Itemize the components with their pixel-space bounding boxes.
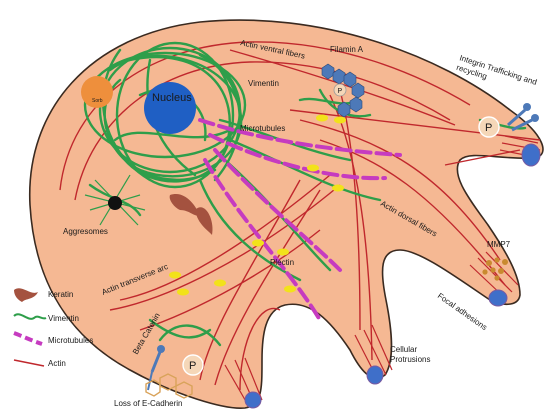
legend-vimentin: Vimentin [48, 314, 79, 323]
actin-fibers [59, 41, 541, 391]
beta-catenin-p-marker [182, 354, 204, 376]
mmp7-granules [482, 257, 508, 281]
microtubules-icon [13, 331, 43, 346]
mmp7-label: MMP7 [487, 240, 511, 249]
plectin-label: Plectin [270, 258, 294, 267]
filamin-p-marker [333, 83, 347, 97]
loss-ecadherin-label: Loss of E-Cadherin [114, 399, 182, 408]
keratin-filaments [169, 194, 213, 235]
nucleus [144, 82, 196, 134]
microtubules-label: Microtubules [240, 124, 285, 133]
legend-microtubules: Microtubules [48, 336, 93, 345]
legend-keratin: Keratin [48, 290, 73, 299]
beta-catenin-receptor [147, 345, 165, 391]
filamin-p-label: P [338, 88, 343, 95]
microtubules [198, 118, 402, 322]
focal-adhesion-caps [244, 143, 541, 409]
cellular-protrusions-line2: Protrusions [390, 355, 430, 364]
integrin-receptor [507, 103, 539, 132]
sorb-label: Sorb [92, 98, 103, 104]
keratin-icon [14, 288, 38, 302]
plectin-links [169, 114, 346, 296]
nucleus-label: Nucleus [152, 92, 192, 104]
vimentin-label: Vimentin [248, 79, 279, 88]
filamin-a [321, 63, 365, 118]
e-cadherin-molecule [145, 373, 193, 399]
legend-actin: Actin [48, 359, 66, 368]
actin-icon [13, 359, 45, 367]
sorb-organelle [81, 76, 113, 108]
cellular-protrusions-label: Cellular Protrusions [390, 345, 430, 364]
vimentin-icon [13, 313, 47, 320]
integrin-p-marker [478, 116, 500, 138]
filamin-label: Filamin A [330, 45, 364, 54]
aggresome [84, 174, 146, 226]
legend: Keratin Vimentin Microtubules Actin [13, 288, 93, 368]
cellular-protrusions-line1: Cellular [390, 345, 417, 354]
integrin-p-label: P [485, 122, 492, 134]
focal-adhesions-label: Focal adhesions [436, 291, 489, 332]
beta-catenin-p-label: P [189, 360, 196, 372]
aggresomes-label: Aggresomes [63, 227, 108, 236]
